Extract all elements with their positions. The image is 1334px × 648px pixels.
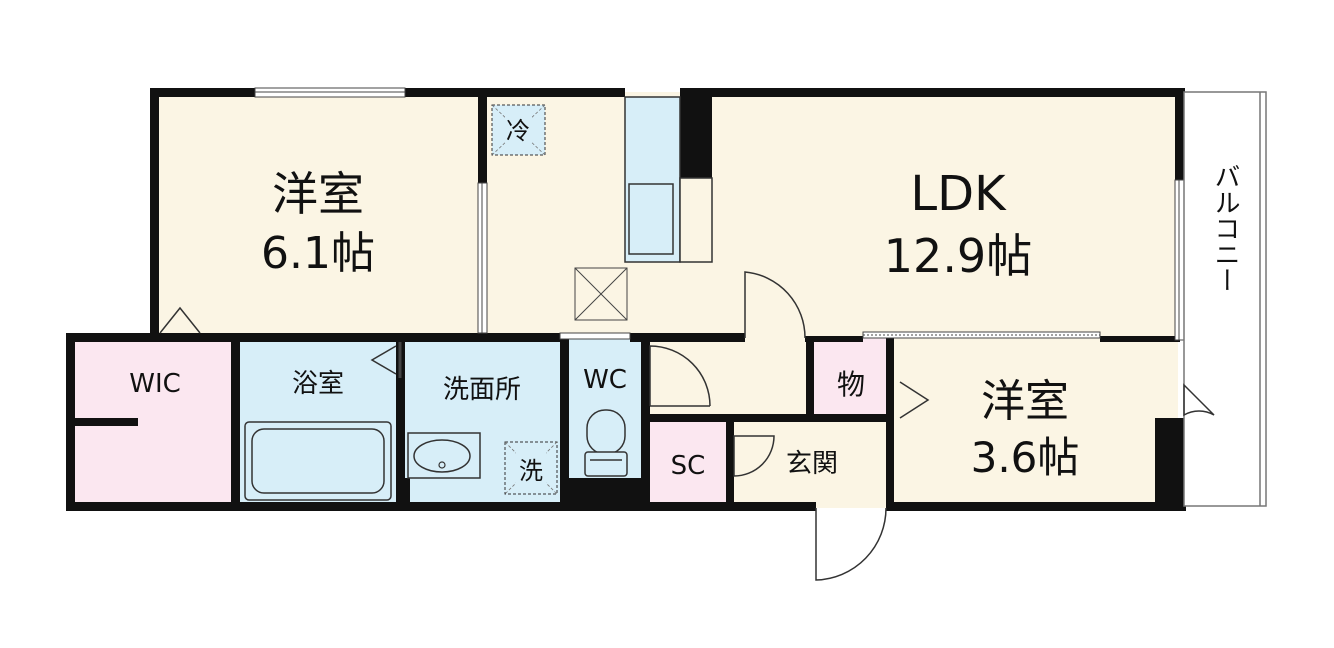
wall-kitchen-column xyxy=(680,88,712,178)
door-bath-triangle xyxy=(370,345,397,375)
balcony xyxy=(1183,91,1267,507)
hatch-diag-2 xyxy=(574,267,628,321)
sliding-door-kitchen xyxy=(559,332,631,340)
ldk-area xyxy=(483,92,1178,338)
storage-label: 物 xyxy=(837,368,865,401)
refrigerator-space: 冷 xyxy=(491,104,546,156)
wall-bath-base xyxy=(400,478,410,508)
wall-storage-left xyxy=(806,338,814,422)
door-sc-swing xyxy=(733,435,775,477)
balcony-outline xyxy=(1183,91,1267,507)
wall-bottom-2 xyxy=(886,502,1186,511)
western-room-2-area xyxy=(890,338,1178,508)
wall-sc-right xyxy=(726,418,734,511)
wash-basin xyxy=(407,432,481,479)
wall-storage-right xyxy=(886,338,894,511)
balcony-label: バルコニー xyxy=(1210,163,1240,293)
entrance-area xyxy=(730,418,890,508)
wash-basin-drain xyxy=(438,461,446,469)
door-balcony-swing xyxy=(1183,383,1215,417)
wall-top-mid xyxy=(405,88,625,97)
wall-bath-left xyxy=(231,333,240,511)
toilet xyxy=(584,409,628,477)
washroom-label: 洗面所 xyxy=(443,375,521,405)
ldk-size: 12.9帖 xyxy=(884,229,1032,283)
room1-name: 洋室 xyxy=(272,167,364,221)
wall-wash-right xyxy=(560,333,569,511)
wall-mid-horizontal-4 xyxy=(1100,336,1180,342)
western-room-1-area xyxy=(150,92,483,338)
door-wic-triangle xyxy=(159,306,201,334)
refrigerator-label-bg xyxy=(505,115,532,143)
toilet-tank xyxy=(584,451,628,477)
wall-wc-base xyxy=(565,478,645,508)
wall-room1-right-top xyxy=(478,88,487,183)
wall-bottom-1 xyxy=(66,502,816,511)
wall-mid-horizontal-3 xyxy=(805,336,863,342)
wall-wic-top xyxy=(66,333,156,342)
room2-name: 洋室 xyxy=(981,376,1069,427)
walls xyxy=(66,88,1186,511)
wall-mid-horizontal-1 xyxy=(150,333,560,342)
kitchen-sink xyxy=(628,183,674,255)
refrigerator-label: 冷 xyxy=(506,117,530,145)
bathtub-inner xyxy=(251,428,385,494)
toilet-seat xyxy=(586,409,626,455)
shoe-closet-area xyxy=(645,418,730,508)
room1-size: 6.1帖 xyxy=(261,228,375,279)
door-ldk-swing xyxy=(744,271,806,339)
wc-label: WC xyxy=(583,365,627,395)
room2-size: 3.6帖 xyxy=(971,433,1080,482)
wic-label: WIC xyxy=(129,369,181,399)
washing-machine-label-bg xyxy=(516,452,546,484)
storage-area xyxy=(812,338,890,418)
hatch-box xyxy=(574,267,628,321)
wall-left-upper xyxy=(150,88,159,338)
washing-machine-space: 洗 xyxy=(504,441,558,495)
door-room2-arrow xyxy=(899,381,930,419)
windows xyxy=(254,87,1185,341)
bathtub xyxy=(244,421,392,501)
wall-bath-right xyxy=(396,333,405,511)
wall-mid-horizontal-2 xyxy=(630,333,745,342)
labels: 洋室 6.1帖 LDK 12.9帖 洋室 3.6帖 WIC 浴室 洗面所 WC … xyxy=(129,163,1240,482)
washing-machine-label: 洗 xyxy=(519,457,543,485)
ldk-name: LDK xyxy=(910,166,1007,222)
wash-basin-bowl xyxy=(413,439,471,473)
bathroom-label: 浴室 xyxy=(292,369,344,399)
doors xyxy=(159,271,1215,581)
door-wc-swing xyxy=(649,345,711,407)
wall-top-right xyxy=(680,88,1185,97)
door-entrance-swing xyxy=(815,507,887,581)
wall-corner-block xyxy=(1155,418,1184,511)
wall-wic-stub xyxy=(70,418,138,426)
hatch-square xyxy=(574,267,628,321)
shoe-closet-label: SC xyxy=(671,451,706,481)
sliding-doors xyxy=(398,331,1101,378)
wall-top-left xyxy=(150,88,255,97)
kitchen-hood-panel xyxy=(679,177,713,263)
wall-hall-bottom xyxy=(645,414,890,422)
entrance-label: 玄関 xyxy=(786,449,838,479)
kitchen xyxy=(624,96,713,263)
wall-right-upper xyxy=(1175,88,1184,180)
